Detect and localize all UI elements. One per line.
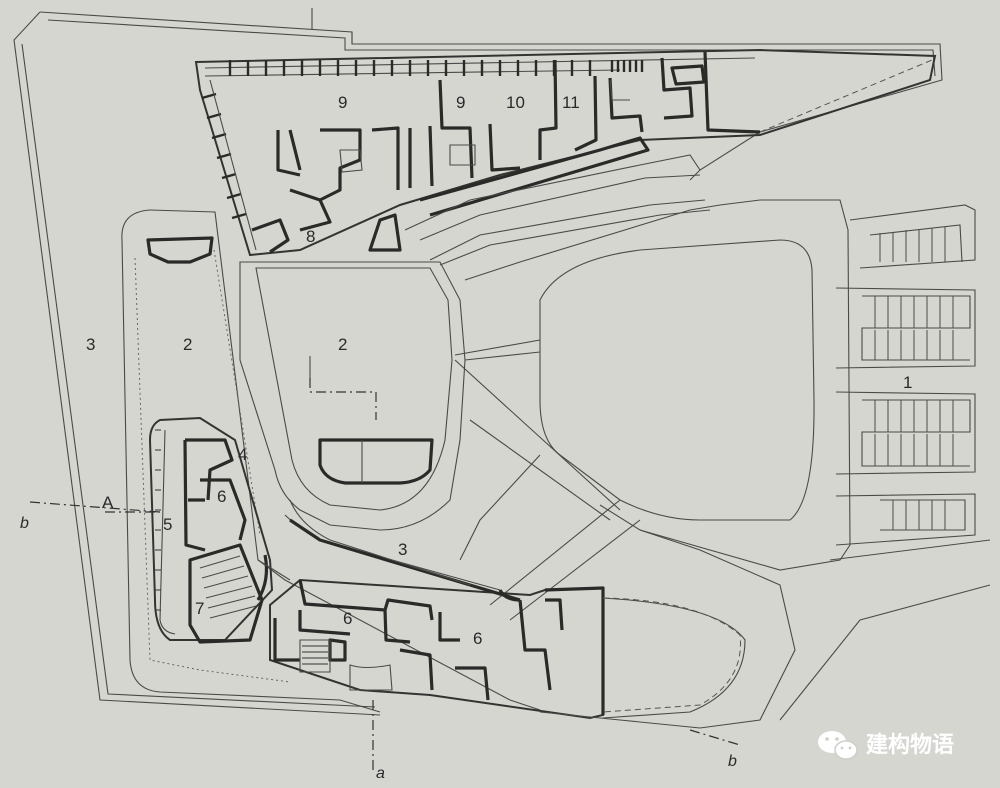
label-room-9-east: 9 xyxy=(456,93,465,112)
label-room-4: 4 xyxy=(238,445,247,464)
central-courtyard xyxy=(239,261,466,531)
label-room-10: 10 xyxy=(506,93,525,112)
label-room-9-west: 9 xyxy=(338,93,347,112)
label-room-6-south-a: 6 xyxy=(343,609,352,628)
north-colonnade xyxy=(228,60,644,76)
section-label-A: A xyxy=(102,493,114,512)
west-colonnade xyxy=(201,92,247,220)
section-labels: a b b A xyxy=(20,493,737,782)
label-room-8: 8 xyxy=(306,227,315,246)
south-road xyxy=(257,499,471,586)
label-courtyard-west: 2 xyxy=(183,335,192,354)
label-road-west: 3 xyxy=(86,335,95,354)
label-room-6-west: 6 xyxy=(217,487,226,506)
main-plaza xyxy=(454,199,851,621)
label-auditorium: 7 xyxy=(195,599,204,618)
section-label-b-east: b xyxy=(728,753,737,770)
southeast-lawn xyxy=(539,529,796,729)
section-label-b-west: b xyxy=(20,515,29,532)
north-building xyxy=(194,48,937,257)
watermark-text: 建构物语 xyxy=(866,732,954,758)
label-room-11: 11 xyxy=(562,93,580,112)
wechat-icon xyxy=(818,731,858,760)
label-room-6-south-b: 6 xyxy=(473,629,482,648)
section-label-a: a xyxy=(376,765,385,782)
label-road-south: 3 xyxy=(398,540,407,559)
label-parking: 1 xyxy=(903,373,912,392)
parking-lot xyxy=(779,204,991,721)
watermark: 建构物语 xyxy=(818,731,954,760)
section-lines xyxy=(29,501,741,770)
room-labels: 1 2 2 3 3 4 5 6 6 6 7 8 9 9 10 11 xyxy=(86,93,912,648)
label-courtyard-center: 2 xyxy=(338,335,347,354)
label-room-5: 5 xyxy=(163,515,172,534)
north-ramp xyxy=(404,59,933,266)
southwest-building xyxy=(148,416,274,644)
south-building xyxy=(269,514,605,720)
